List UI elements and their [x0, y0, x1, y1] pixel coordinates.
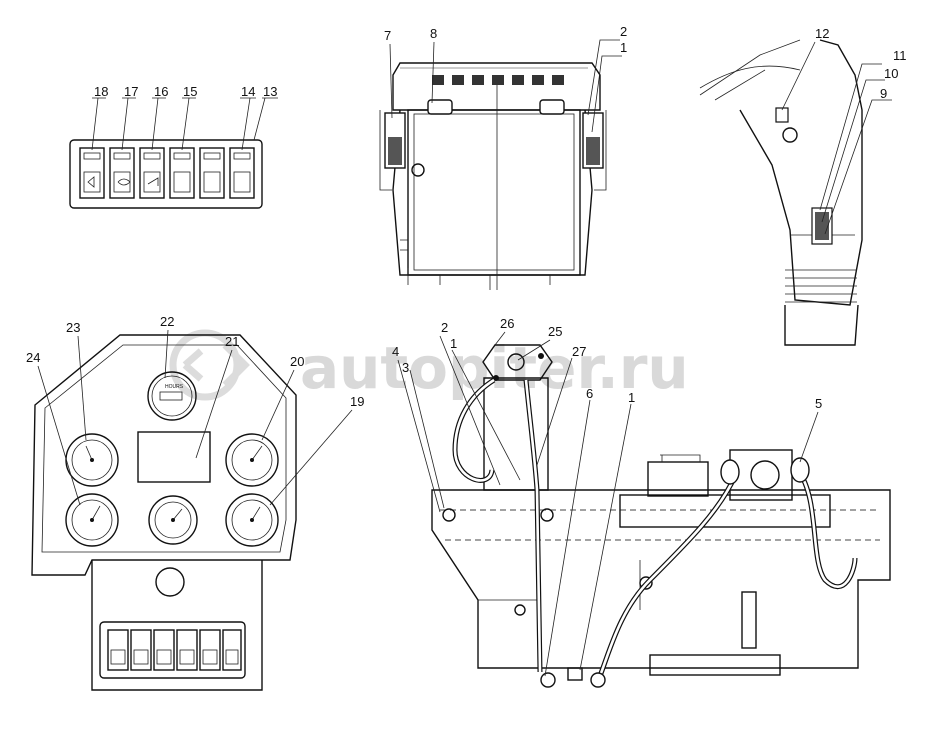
- gauge-20: [225, 433, 279, 487]
- callout-label: 2: [620, 24, 627, 39]
- gauge-23: [65, 433, 119, 487]
- steering-column: [699, 39, 863, 346]
- bellows-boot: [784, 269, 859, 346]
- cable-run: [452, 377, 858, 677]
- callout-label: 16: [154, 84, 168, 99]
- callout-numbers: 2 1 7 8 12 11 10 9 18 17 16 15 14 13 22 …: [26, 24, 907, 411]
- callout-label: 1: [628, 390, 635, 405]
- hourmeter-label: HOURS: [165, 384, 184, 390]
- callout-label: 13: [263, 84, 277, 99]
- callout-label: 20: [290, 354, 304, 369]
- instrument-frame-assembly: [379, 62, 607, 290]
- callout-label: 5: [815, 396, 822, 411]
- callout-label: 6: [586, 386, 593, 401]
- callout-label: 23: [66, 320, 80, 335]
- switch-panel-bottom: [99, 621, 246, 679]
- callout-label: 1: [620, 40, 627, 55]
- callout-label: 7: [384, 28, 391, 43]
- leader-lines: [37, 39, 892, 677]
- watermark: autopiter.ru: [169, 329, 689, 402]
- gauge-24: [65, 493, 119, 547]
- callout-label: 4: [392, 344, 399, 359]
- callout-label: 11: [893, 48, 907, 63]
- callout-label: 17: [124, 84, 138, 99]
- callout-label: 14: [241, 84, 255, 99]
- callout-label: 25: [548, 324, 562, 339]
- callout-label: 12: [815, 26, 829, 41]
- callout-label: 21: [225, 334, 239, 349]
- callout-label: 8: [430, 26, 437, 41]
- instrument-cluster: HOURS: [31, 334, 297, 691]
- switch-panel-top: [69, 97, 278, 209]
- callout-label: 2: [441, 320, 448, 335]
- callout-label: 10: [884, 66, 898, 81]
- callout-label: 26: [500, 316, 514, 331]
- gauge-hourmeter: HOURS: [147, 371, 197, 421]
- callout-label: 1: [450, 336, 457, 351]
- callout-label: 22: [160, 314, 174, 329]
- callout-label: 15: [183, 84, 197, 99]
- callout-label: 19: [350, 394, 364, 409]
- callout-label: 9: [880, 86, 887, 101]
- callout-label: 24: [26, 350, 40, 365]
- callout-label: 18: [94, 84, 108, 99]
- gauge-center: [148, 495, 198, 545]
- frame-harness-assembly: [431, 344, 891, 688]
- gauge-19: [225, 493, 279, 547]
- display-screen: [137, 431, 211, 483]
- callout-label: 27: [572, 344, 586, 359]
- combination-switch: [811, 207, 833, 245]
- callout-label: 3: [402, 360, 409, 375]
